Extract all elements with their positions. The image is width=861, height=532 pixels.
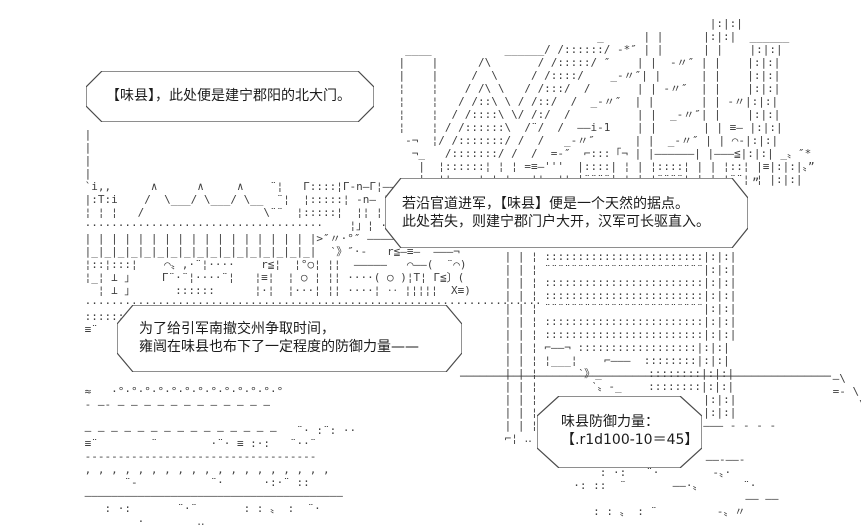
dialogue-line: 味县防御力量： bbox=[561, 414, 659, 430]
speech-bubble-1: 【味县】，此处便是建宁郡阳的北大门。 bbox=[86, 71, 374, 122]
speech-bubble-3: 为了给引军南撤交州争取时间， 雍闿在味县也布下了一定程度的防御力量—— bbox=[117, 305, 462, 372]
bubble-outline bbox=[86, 71, 374, 122]
dice-roll-line: 【.r1d100-10＝45】 bbox=[561, 432, 699, 448]
dialogue-line: 【味县】，此处便是建宁郡阳的北大门。 bbox=[106, 88, 351, 104]
dialogue-line: 若沿官道进军，【味县】便是一个天然的据点。 bbox=[402, 196, 689, 212]
dialogue-line: 雍闿在味县也布下了一定程度的防御力量—— bbox=[139, 339, 419, 355]
dialogue-line: 此处若失，则建宁郡门户大开，汉军可长驱直入。 bbox=[402, 214, 710, 230]
ascii-art-buildings-top-right: |:|:| _ | | |:|:| ______ ____ ______/ /:… bbox=[398, 17, 815, 186]
ascii-art-ground-left: ≈ ·°·°·°·°·°·°·°·°·°·°·°·°·° ‐ ―‐ ― ― ― … bbox=[84, 385, 357, 528]
ascii-art-wall-right: | | ¦ ::::::::::::::::::::::::|:|:| | | … bbox=[504, 250, 777, 445]
ascii-art-wall-base-line: ────────────────────────────────────────… bbox=[460, 370, 831, 383]
speech-bubble-2: 若沿官道进军，【味县】便是一个天然的据点。 此处若失，则建宁郡门户大开，汉军可长… bbox=[385, 178, 748, 248]
bubble-outline bbox=[537, 396, 702, 468]
bubble-outline bbox=[385, 178, 748, 248]
bubble-outline bbox=[117, 305, 462, 372]
ascii-art-slope-right-edge: ―\ =‐ \ \ \ \ bbox=[832, 372, 861, 411]
speech-bubble-4-dice-roll: 味县防御力量： 【.r1d100-10＝45】 bbox=[537, 396, 702, 468]
ascii-art-ground-right: ――‐――‐ : ·: ¨· ‐〟· ·: :: ¨ ――·〟 ¨· ―― ――… bbox=[573, 453, 779, 518]
dialogue-line: 为了给引军南撤交州争取时间， bbox=[139, 321, 335, 337]
quote-mark: ” bbox=[752, 176, 760, 190]
